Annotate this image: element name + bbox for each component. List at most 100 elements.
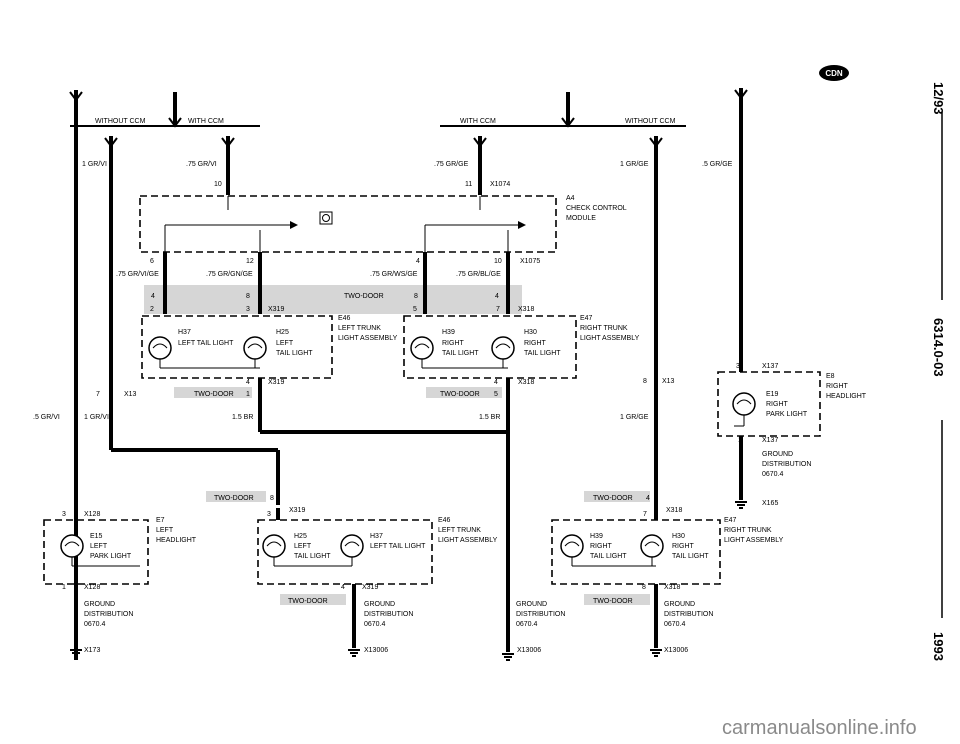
svg-text:H25: H25 (294, 533, 307, 540)
svg-text:CHECK CONTROL: CHECK CONTROL (566, 205, 627, 212)
svg-text:2: 2 (150, 306, 154, 313)
svg-text:H30: H30 (672, 533, 685, 540)
svg-text:E47: E47 (580, 315, 593, 322)
svg-text:GROUND: GROUND (364, 601, 395, 608)
svg-text:X319: X319 (268, 379, 284, 386)
svg-text:RIGHT: RIGHT (590, 543, 613, 550)
svg-text:TAIL LIGHT: TAIL LIGHT (442, 350, 479, 357)
svg-text:4: 4 (495, 293, 499, 300)
svg-text:HEADLIGHT: HEADLIGHT (156, 537, 197, 544)
top-feed-bars (70, 92, 686, 127)
svg-text:TWO-DOOR: TWO-DOOR (214, 495, 254, 502)
svg-text:6: 6 (150, 258, 154, 265)
ground-icon (70, 649, 82, 657)
svg-text:TWO-DOOR: TWO-DOOR (593, 495, 633, 502)
svg-text:10: 10 (494, 258, 502, 265)
lamp-h25-icon (243, 336, 267, 360)
svg-text:4: 4 (151, 293, 155, 300)
svg-text:X13006: X13006 (664, 647, 688, 654)
svg-text:LEFT TAIL LIGHT: LEFT TAIL LIGHT (370, 543, 426, 550)
svg-text:LEFT: LEFT (90, 543, 108, 550)
svg-text:LEFT: LEFT (276, 340, 294, 347)
wire-label: 1 GR/GE (620, 161, 649, 168)
svg-text:X318: X318 (666, 507, 682, 514)
wire-label: 1 GR/VI (84, 414, 109, 421)
svg-text:DISTRIBUTION: DISTRIBUTION (84, 611, 133, 618)
svg-text:E46: E46 (338, 315, 351, 322)
svg-text:DISTRIBUTION: DISTRIBUTION (364, 611, 413, 618)
svg-text:LEFT TAIL LIGHT: LEFT TAIL LIGHT (178, 340, 234, 347)
lamp-symbols (60, 336, 756, 558)
lamp-h39b-icon (560, 534, 584, 558)
svg-text:RIGHT: RIGHT (766, 401, 789, 408)
svg-text:8: 8 (246, 293, 250, 300)
lamp-labels: H37 LEFT TAIL LIGHT H25 LEFT TAIL LIGHT … (90, 329, 808, 560)
svg-text:TAIL LIGHT: TAIL LIGHT (276, 350, 313, 357)
side-date: 12/93 (931, 82, 946, 115)
lamp-h37b-icon (340, 534, 364, 558)
svg-text:7: 7 (496, 306, 500, 313)
svg-text:1: 1 (246, 391, 250, 398)
svg-text:3: 3 (246, 306, 250, 313)
svg-text:X318: X318 (664, 584, 680, 591)
svg-text:8: 8 (642, 584, 646, 591)
svg-text:8: 8 (643, 378, 647, 385)
svg-text:H25: H25 (276, 329, 289, 336)
without-ccm-right-label: WITHOUT CCM (625, 118, 676, 125)
cdn-badge: CDN (819, 65, 849, 81)
svg-text:7: 7 (96, 391, 100, 398)
svg-text:RIGHT: RIGHT (826, 383, 849, 390)
ground-labels: GROUND DISTRIBUTION 0670.4 GROUND DISTRI… (84, 451, 811, 628)
svg-text:4: 4 (646, 495, 650, 502)
main-wires (74, 88, 743, 660)
wire-arrows (69, 89, 748, 148)
svg-text:GROUND: GROUND (762, 451, 793, 458)
svg-text:E47: E47 (724, 517, 737, 524)
svg-text:LEFT: LEFT (156, 527, 174, 534)
two-door-shading (144, 285, 650, 605)
svg-text:H37: H37 (370, 533, 383, 540)
svg-text:4: 4 (494, 379, 498, 386)
connector-labels: X1074 X1075 X319 X318 X319 X318 X13 X13 … (84, 181, 778, 654)
svg-text:0670.4: 0670.4 (364, 621, 386, 628)
svg-text:X319: X319 (289, 507, 305, 514)
module-labels: A4 CHECK CONTROL MODULE E46 LEFT TRUNK L… (156, 195, 867, 544)
svg-text:4: 4 (416, 258, 420, 265)
with-ccm-left-label: WITH CCM (188, 118, 224, 125)
svg-text:LEFT TRUNK: LEFT TRUNK (438, 527, 481, 534)
with-ccm-right-label: WITH CCM (460, 118, 496, 125)
svg-text:X1075: X1075 (520, 258, 540, 265)
svg-text:3: 3 (736, 363, 740, 370)
svg-text:X137: X137 (762, 437, 778, 444)
svg-text:DISTRIBUTION: DISTRIBUTION (516, 611, 565, 618)
wire-label: .75 GR/VI (186, 161, 217, 168)
svg-text:4: 4 (246, 379, 250, 386)
svg-text:RIGHT: RIGHT (672, 543, 695, 550)
svg-text:5: 5 (494, 391, 498, 398)
svg-text:LIGHT ASSEMBLY: LIGHT ASSEMBLY (438, 537, 498, 544)
svg-text:1: 1 (738, 437, 742, 444)
lamp-ground-lines (71, 359, 745, 567)
two-door-labels: TWO-DOOR TWO-DOOR TWO-DOOR TWO-DOOR TWO-… (194, 293, 633, 605)
svg-text:DISTRIBUTION: DISTRIBUTION (664, 611, 713, 618)
side-border: 12/93 6314.0-03 1993 (931, 82, 946, 661)
svg-text:GROUND: GROUND (516, 601, 547, 608)
check-control-internals (164, 196, 526, 252)
svg-text:TAIL LIGHT: TAIL LIGHT (672, 553, 709, 560)
svg-text:LIGHT ASSEMBLY: LIGHT ASSEMBLY (724, 537, 784, 544)
svg-text:PARK LIGHT: PARK LIGHT (766, 411, 808, 418)
lamp-e15-icon (60, 534, 84, 558)
lamp-h30-icon (491, 336, 515, 360)
module-boxes (43, 195, 821, 585)
svg-text:X128: X128 (84, 584, 100, 591)
svg-text:TAIL LIGHT: TAIL LIGHT (294, 553, 331, 560)
svg-text:X13: X13 (662, 378, 675, 385)
wire-label: .75 GR/GN/GE (206, 271, 253, 278)
wire-label: .75 GR/BL/GE (456, 271, 501, 278)
svg-text:TWO-DOOR: TWO-DOOR (194, 391, 234, 398)
wire-label: .75 GR/VI/GE (116, 271, 159, 278)
svg-text:3: 3 (267, 511, 271, 518)
svg-text:PARK LIGHT: PARK LIGHT (90, 553, 132, 560)
svg-text:H37: H37 (178, 329, 191, 336)
svg-text:TWO-DOOR: TWO-DOOR (344, 293, 384, 300)
